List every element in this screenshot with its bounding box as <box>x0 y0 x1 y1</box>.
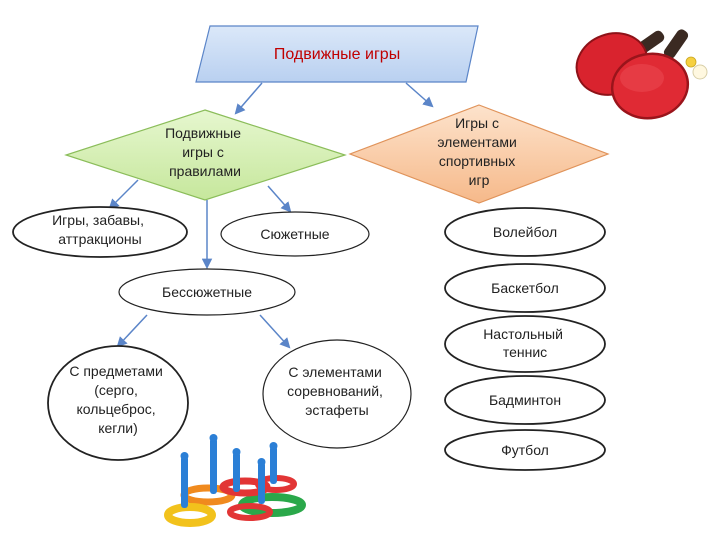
with-objects-text: С предметами (серго, кольцеброс, кегли) <box>69 363 166 436</box>
with-competition-node: С элементами соревнований, эстафеты <box>262 339 412 449</box>
games-fun-line-1: Игры, забавы, <box>52 212 144 228</box>
sport-elements-text: Игры с элементами спортивных игр <box>437 115 520 188</box>
connectors <box>108 82 434 349</box>
racket-front-icon <box>610 29 690 120</box>
sport-table-tennis-node: Настольный теннис <box>444 315 606 373</box>
sport-football-text: Футбол <box>501 442 549 458</box>
rules-games-text: Подвижные игры с правилами <box>165 125 245 179</box>
rules-games-line-3: правилами <box>169 163 241 179</box>
with-objects-line-3: кольцеброс, <box>76 401 155 417</box>
with-objects-line-2: (серго, <box>94 382 138 398</box>
plot-games-node: Сюжетные <box>220 211 370 257</box>
plotless-games-node: Бессюжетные <box>118 268 296 316</box>
arrow-title-to-rules <box>234 82 263 115</box>
with-objects-node: С предметами (серго, кольцеброс, кегли) <box>47 345 189 461</box>
title-node: Подвижные игры <box>195 25 479 83</box>
sport-volleyball-node: Волейбол <box>444 207 606 257</box>
sport-elements-line-4: игр <box>469 172 490 188</box>
arrow-plotless-to-objects <box>116 314 148 348</box>
sport-elements-line-2: элементами <box>437 134 516 150</box>
arrow-title-to-sport <box>405 82 434 108</box>
ring-toss-base-icon <box>164 475 306 527</box>
rules-games-line-1: Подвижные <box>165 125 241 141</box>
sport-badminton-node: Бадминтон <box>444 375 606 425</box>
sport-elements-line-3: спортивных <box>439 153 515 169</box>
games-fun-line-2: аттракционы <box>58 231 141 247</box>
sport-table-tennis-line-1: Настольный <box>483 326 563 342</box>
with-competition-line-2: соревнований, <box>287 383 383 399</box>
ping-pong-ball-icon <box>685 56 697 68</box>
with-objects-line-1: С предметами <box>69 363 162 379</box>
sport-table-tennis-text: Настольный теннис <box>483 326 567 360</box>
arrow-rules-to-plot <box>267 185 292 213</box>
sport-table-tennis-line-2: теннис <box>503 344 547 360</box>
with-competition-line-1: С элементами <box>288 364 381 380</box>
games-fun-node: Игры, забавы, аттракционы <box>12 206 188 258</box>
rules-games-node: Подвижные игры с правилами <box>64 109 347 201</box>
ring-toss-pegs-icon <box>180 434 278 508</box>
table-tennis-rackets-image <box>566 14 712 126</box>
arrow-rules-to-games-fun <box>108 179 139 210</box>
ping-pong-ball-icon <box>692 64 708 80</box>
games-fun-text: Игры, забавы, аттракционы <box>52 212 148 247</box>
sport-basketball-node: Баскетбол <box>444 263 606 313</box>
sport-basketball-text: Баскетбол <box>491 280 559 296</box>
title-text: Подвижные игры <box>274 46 400 63</box>
plot-games-text: Сюжетные <box>260 226 329 242</box>
sport-volleyball-text: Волейбол <box>493 224 557 240</box>
plotless-games-text: Бессюжетные <box>162 284 252 300</box>
sport-elements-node: Игры с элементами спортивных игр <box>348 104 610 204</box>
sport-football-node: Футбол <box>444 429 606 471</box>
sport-elements-line-1: Игры с <box>455 115 499 131</box>
ring-toss-image <box>164 434 306 527</box>
with-competition-line-3: эстафеты <box>305 402 369 418</box>
with-competition-text: С элементами соревнований, эстафеты <box>287 364 387 418</box>
sport-badminton-text: Бадминтон <box>489 392 561 408</box>
rules-games-line-2: игры с <box>182 144 224 160</box>
with-objects-line-4: кегли) <box>98 420 138 436</box>
arrow-plotless-to-competition <box>259 314 291 349</box>
